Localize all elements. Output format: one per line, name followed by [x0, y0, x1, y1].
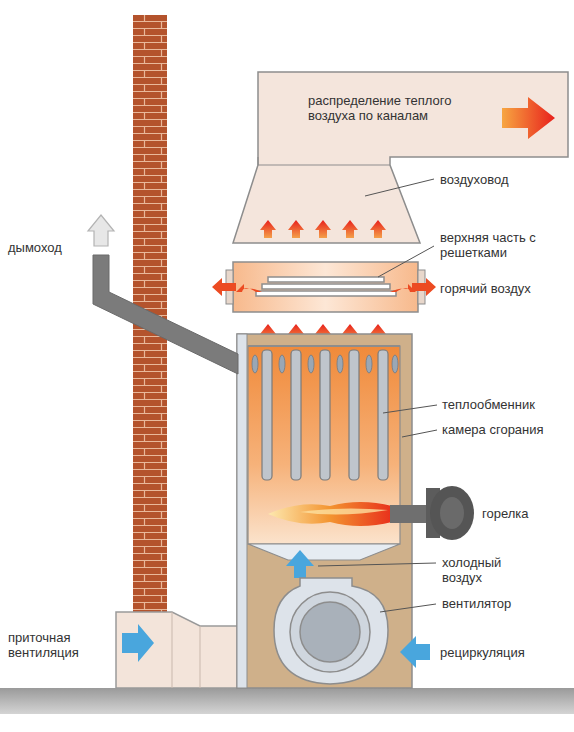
- duct-label: распределение теплого воздуха по каналам: [308, 93, 488, 123]
- flow-label: приточная вентиляция: [8, 630, 108, 660]
- part-label: вентилятор: [442, 596, 552, 611]
- flow-label: холодный воздух: [442, 555, 532, 585]
- flow-label: рециркуляция: [440, 645, 560, 660]
- part-label: теплообменник: [442, 397, 567, 412]
- part-label: верхняя часть с решетками: [440, 230, 565, 260]
- part-label: дымоход: [8, 240, 88, 255]
- part-label: камера сгорания: [442, 422, 570, 437]
- part-label: воздуховод: [440, 172, 560, 187]
- part-label: горелка: [482, 506, 562, 521]
- flow-label: горячий воздух: [440, 281, 565, 296]
